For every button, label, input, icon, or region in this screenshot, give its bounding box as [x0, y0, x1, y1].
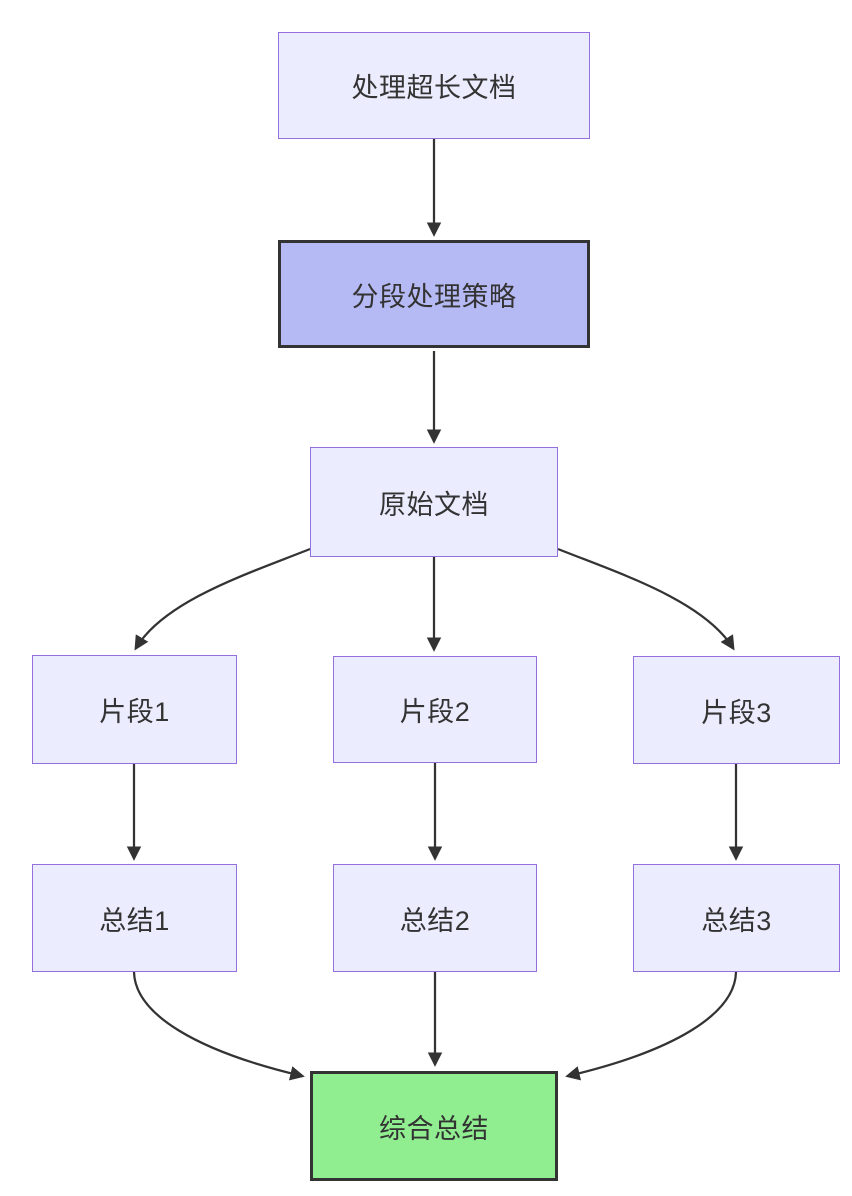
node-process-long-doc: 处理超长文档 — [278, 32, 590, 139]
node-final-summary: 综合总结 — [310, 1071, 558, 1181]
node-fragment-1: 片段1 — [32, 655, 237, 764]
node-segment-strategy: 分段处理策略 — [278, 240, 590, 348]
edge-summary-1-to-final — [132, 971, 305, 1081]
node-summary-3: 总结3 — [633, 864, 840, 972]
node-fragment-3: 片段3 — [633, 656, 840, 764]
edge-original-to-fragment-3 — [557, 547, 735, 651]
edge-original-to-fragment-1 — [134, 547, 311, 651]
node-summary-2: 总结2 — [333, 864, 537, 972]
node-original-doc: 原始文档 — [310, 447, 558, 557]
node-fragment-2: 片段2 — [333, 656, 537, 763]
node-summary-1: 总结1 — [32, 864, 237, 972]
edge-summary-3-to-final — [565, 971, 738, 1081]
